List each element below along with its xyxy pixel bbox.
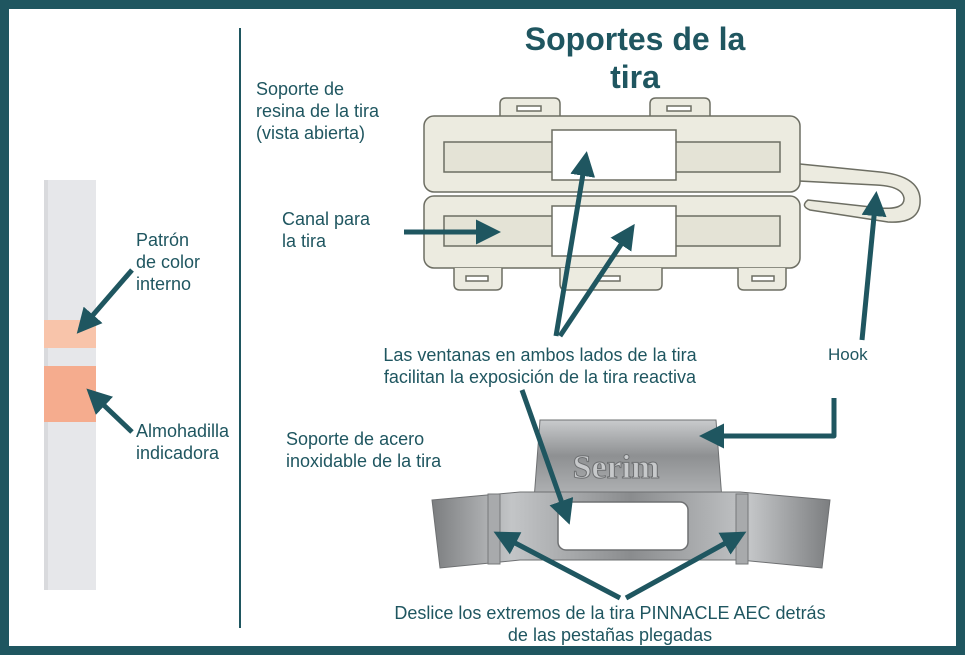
arrow-internal-pattern (76, 268, 134, 334)
label-windows-note-line: Las ventanas en ambos lados de la tira (383, 345, 697, 365)
label-windows-note-line: facilitan la exposición de la tira react… (383, 367, 697, 387)
label-steel-holder-line: Soporte de acero (286, 429, 425, 449)
label-internal-pattern-line: interno (136, 274, 192, 294)
label-indicator-pad: Almohadilla indicadora (136, 420, 229, 464)
label-internal-pattern-line: de color (136, 252, 201, 272)
label-resin-holder-line: (vista abierta) (256, 123, 366, 143)
label-strip-channel: Canal para la tira (282, 208, 370, 252)
test-strip (44, 180, 96, 590)
title-line-1: Soportes de la (524, 21, 746, 57)
label-steel-holder: Soporte de acero inoxidable de la tira (286, 428, 441, 472)
label-steel-holder-line: inoxidable de la tira (286, 451, 442, 471)
diagram-title: Soportes de la tira (470, 20, 800, 96)
arrow-to-steel-window (519, 389, 574, 525)
label-internal-pattern: Patrón de color interno (136, 229, 200, 295)
indicator-pad (44, 366, 96, 422)
label-strip-channel-line: la tira (282, 231, 327, 251)
arrow-fold-left (493, 531, 622, 601)
title-line-2: tira (610, 59, 660, 95)
label-indicator-pad-line: indicadora (136, 443, 220, 463)
arrow-window-top (553, 151, 596, 337)
steel-holder-illustration (431, 419, 831, 569)
label-internal-pattern-line: Patrón (136, 230, 190, 250)
label-resin-holder-line: Soporte de (256, 79, 345, 99)
label-fold-note: Deslice los extremos de la tira PINNACLE… (330, 602, 890, 646)
label-strip-channel-line: Canal para (282, 209, 371, 229)
label-hook: Hook (828, 345, 868, 364)
label-fold-note-line: Deslice los extremos de la tira PINNACLE… (394, 603, 826, 623)
label-resin-holder-line: resina de la tira (256, 101, 380, 121)
resin-holder-illustration (423, 97, 921, 291)
arrow-steel-top (699, 398, 837, 449)
arrow-fold-right (624, 531, 747, 601)
serim-logo: Serim (573, 449, 660, 486)
arrow-window-bottom (557, 223, 635, 338)
label-windows-note: Las ventanas en ambos lados de la tira f… (330, 344, 750, 388)
label-resin-holder: Soporte de resina de la tira (vista abie… (256, 78, 379, 144)
arrow-hook (859, 191, 887, 341)
label-fold-note-line: de las pestañas plegadas (507, 625, 713, 645)
arrow-indicator-pad (86, 388, 134, 434)
label-indicator-pad-line: Almohadilla (136, 421, 230, 441)
